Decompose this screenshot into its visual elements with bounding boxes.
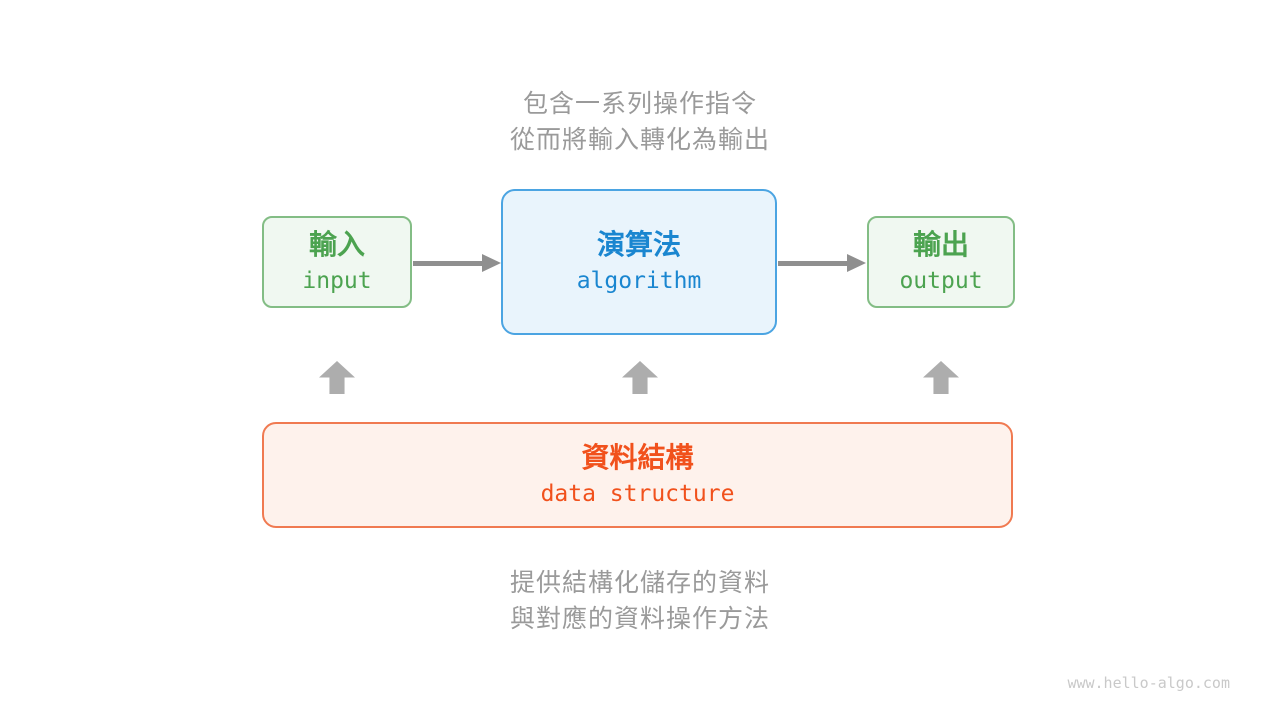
arrow-shaft	[778, 260, 850, 266]
arrow-head	[482, 254, 501, 272]
algorithm-caption: 包含一系列操作指令 從而將輸入轉化為輸出	[0, 86, 1280, 158]
arrow-input-to-algorithm-icon	[413, 254, 501, 272]
data-structure-caption: 提供結構化儲存的資料 與對應的資料操作方法	[0, 565, 1280, 637]
node-algorithm: 演算法 algorithm	[501, 189, 777, 335]
algorithm-caption-line-1: 包含一系列操作指令	[522, 90, 757, 118]
node-output-title: 輸出	[912, 229, 969, 260]
node-output-subtitle: output	[899, 268, 983, 294]
arrow-head	[847, 254, 866, 272]
arrow-algorithm-to-output-icon	[778, 254, 866, 272]
node-algorithm-subtitle: algorithm	[576, 268, 702, 294]
up-arrow-to-output-icon	[923, 361, 959, 394]
arrow-shaft	[413, 260, 485, 266]
watermark: www.hello-algo.com	[1067, 674, 1230, 692]
up-arrow-to-algorithm-icon	[622, 361, 658, 394]
node-data-structure-title: 資料結構	[581, 442, 694, 473]
node-data-structure-subtitle: data structure	[540, 481, 735, 507]
data-structure-caption-line-2: 與對應的資料操作方法	[509, 605, 770, 633]
node-algorithm-title: 演算法	[596, 229, 681, 260]
node-input-title: 輸入	[308, 229, 365, 260]
algorithm-caption-line-2: 從而將輸入轉化為輸出	[509, 126, 770, 154]
node-output: 輸出 output	[867, 216, 1015, 308]
node-input-subtitle: input	[302, 268, 372, 294]
data-structure-caption-line-1: 提供結構化儲存的資料	[509, 569, 770, 597]
node-input: 輸入 input	[262, 216, 412, 308]
node-data-structure: 資料結構 data structure	[262, 422, 1013, 528]
up-arrow-to-input-icon	[319, 361, 355, 394]
